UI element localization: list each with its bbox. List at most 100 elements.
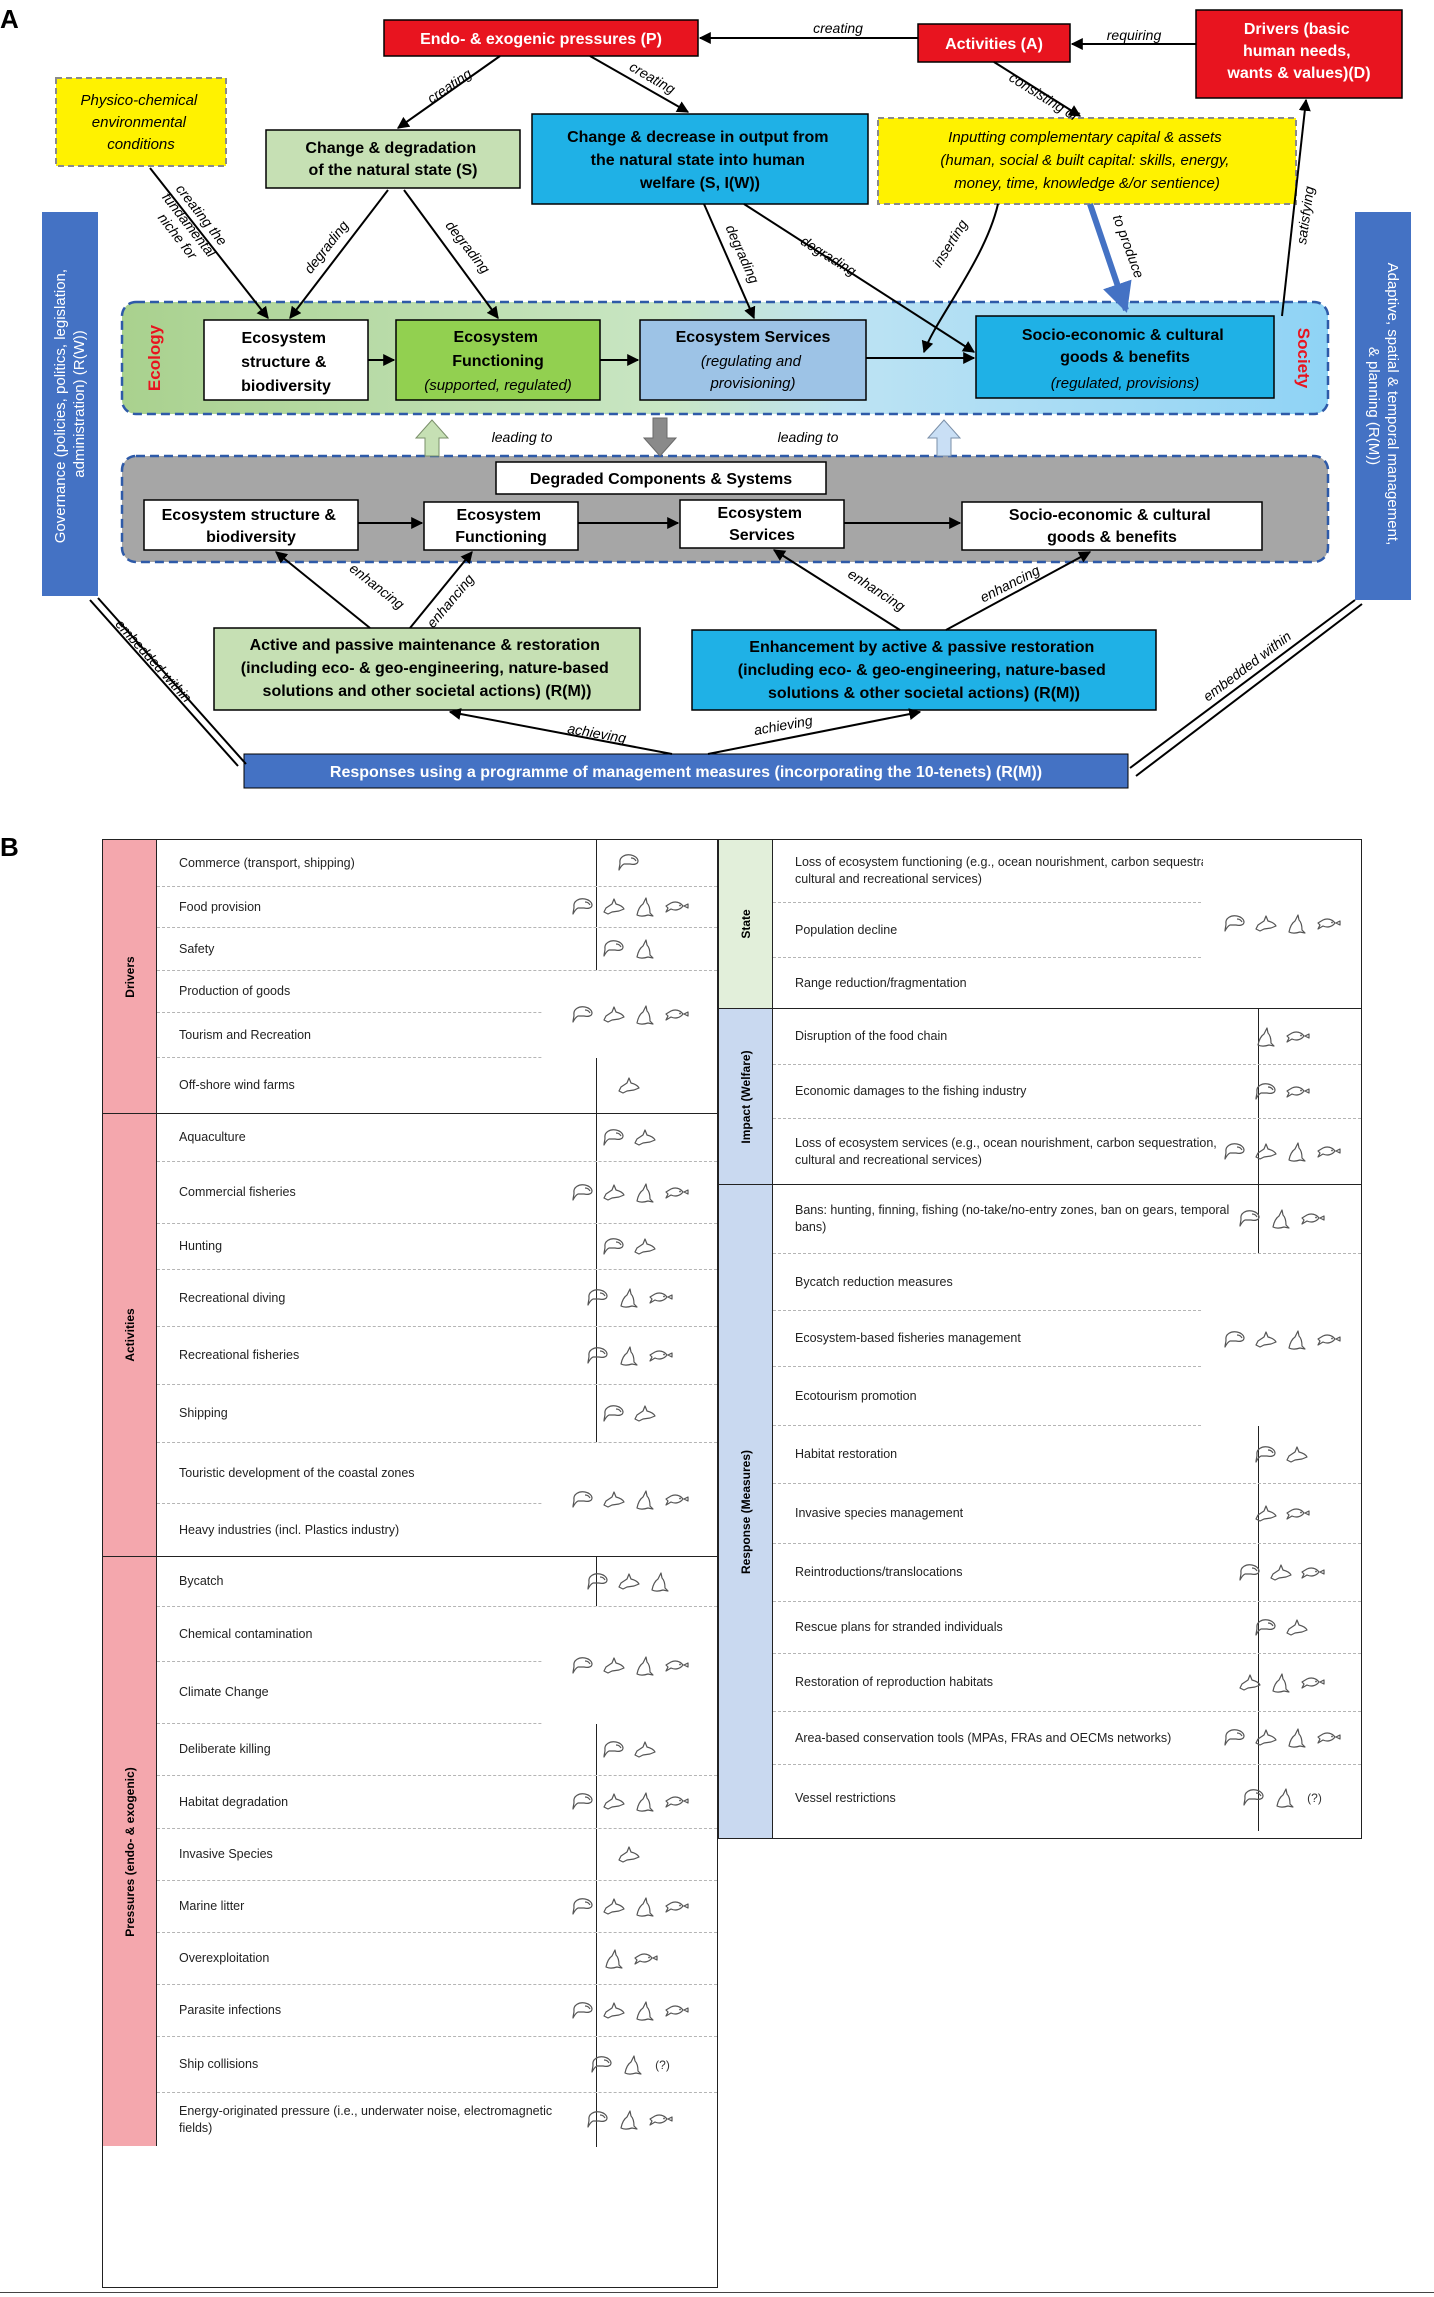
table-row: Shipping [157, 1385, 717, 1443]
edge-leading-to-1: leading to [492, 429, 553, 445]
row-label: Restoration of reproduction habitats [773, 1654, 1259, 1711]
row-icons [1203, 1712, 1361, 1764]
group-impact-welfare: Impact (Welfare) Disruption of the food c… [719, 1008, 1361, 1185]
table-row: Invasive species management [773, 1484, 1361, 1544]
table-row: Recreational diving [157, 1270, 717, 1327]
whale-icon [1243, 1789, 1264, 1806]
whale-icon [587, 1289, 608, 1306]
row-icons [543, 1270, 717, 1326]
table-row: Disruption of the food chain [773, 1009, 1361, 1065]
row-label: Deliberate killing [157, 1724, 597, 1775]
row-label: Bans: hunting, finning, fishing (no-take… [773, 1185, 1259, 1253]
table-row: Aquaculture [157, 1114, 717, 1162]
ray-icon [1256, 1026, 1275, 1047]
physico-label: Physico-chemical environmental condition… [81, 92, 202, 153]
category-label: Drivers [122, 955, 137, 998]
eco-functioning-sub: (supported, regulated) [424, 377, 572, 394]
eco-functioning-box [395, 319, 601, 401]
change-degradation-label: Change & degradation of the natural stat… [305, 140, 480, 179]
eco-functioning-label: Ecosystem Functioning [452, 329, 544, 370]
adaptive-box [1355, 212, 1411, 600]
row-icons [543, 1058, 717, 1113]
whale-icon [602, 940, 624, 957]
row-icons [1203, 1544, 1361, 1601]
enhancement-box [691, 629, 1157, 711]
row-label: Off-shore wind farms [157, 1058, 597, 1113]
row-label: Marine litter [157, 1881, 597, 1932]
whale-icon [618, 854, 639, 871]
row-note: (?) [1307, 1791, 1322, 1805]
socio-box [975, 315, 1275, 399]
ray-icon [635, 1004, 654, 1025]
whale-icon [1223, 1729, 1245, 1746]
row-icons [543, 1933, 717, 1984]
edge-degrading-2: degrading [442, 217, 493, 276]
panel-a-diagram: Governance (policies, politics, legislat… [42, 9, 1411, 789]
ray-icon [1287, 1728, 1306, 1748]
table-row: Bycatch [157, 1557, 717, 1607]
category-label: Pressures (endo- & exogenic) [122, 1766, 137, 1937]
shark-icon [602, 1656, 625, 1674]
fish-icon [1316, 1334, 1341, 1346]
shark-icon [1254, 1504, 1277, 1522]
table-row: Deliberate killing [157, 1724, 717, 1776]
whale-icon [602, 1740, 624, 1758]
shark-icon [1285, 1445, 1308, 1463]
deg-socio-label: Socio-economic & cultural goods & benefi… [1009, 507, 1215, 546]
shark-icon [633, 1404, 656, 1422]
whale-icon [591, 2055, 612, 2073]
ray-icon [604, 1948, 623, 1969]
row-icons [543, 2093, 717, 2147]
table-row: Rescue plans for stranded individuals [773, 1602, 1361, 1654]
eco-services-sub: (regulating and provisioning) [701, 353, 805, 392]
ray-icon [1287, 1330, 1306, 1350]
edge-embedded-left: embedded within [112, 616, 195, 706]
row-label: Invasive Species [157, 1829, 597, 1880]
ray-icon [624, 2054, 642, 2075]
table-row: Restoration of reproduction habitats [773, 1654, 1361, 1712]
ray-icon [635, 2000, 654, 2021]
row-label: Commerce (transport, shipping) [157, 840, 597, 886]
row-icons [543, 840, 717, 886]
shark-icon [602, 1491, 625, 1508]
row-icons [543, 1776, 717, 1828]
enhancement-label: Enhancement by active & passive restorat… [738, 639, 1110, 702]
category-label: Impact (Welfare) [738, 1049, 753, 1144]
edge-enhancing-1: enhancing [347, 560, 408, 613]
row-label: Habitat restoration [773, 1426, 1259, 1483]
ray-icon [635, 1490, 654, 1510]
merged-icons [543, 971, 717, 1058]
row-label: Commercial fisheries [157, 1162, 597, 1223]
ray-icon [1287, 1142, 1306, 1162]
fish-icon [664, 1796, 689, 1808]
edge-degrading-4: degrading [798, 232, 859, 279]
row-label: Invasive species management [773, 1484, 1259, 1543]
fish-icon [1301, 1566, 1325, 1579]
row-label: Loss of ecosystem services (e.g., ocean … [773, 1119, 1259, 1185]
to-produce-arrow [1087, 203, 1132, 313]
fish-icon [664, 1494, 689, 1506]
shark-icon [1254, 1331, 1277, 1348]
table-row: Safety [157, 928, 717, 971]
row-icons [543, 1557, 717, 1606]
merged-icons [543, 1607, 717, 1724]
eco-structure-box [203, 319, 369, 401]
whale-icon [1223, 915, 1245, 932]
responses-box [243, 753, 1129, 789]
whale-icon [602, 1404, 624, 1422]
ray-icon [620, 1345, 638, 1366]
whale-icon [1239, 1563, 1260, 1581]
shark-icon [633, 1237, 656, 1255]
group-response-measures: Response (Measures)Bans: hunting, finnin… [719, 1184, 1361, 1838]
panel-b-label: B [0, 832, 19, 862]
deg-structure-box [143, 499, 359, 551]
edge-enhancing-3: enhancing [845, 565, 908, 614]
row-icons [1203, 1185, 1361, 1253]
fish-icon [664, 1186, 689, 1199]
ray-icon [635, 1792, 654, 1812]
deg-functioning-box [423, 501, 579, 551]
whale-icon [571, 1656, 593, 1674]
